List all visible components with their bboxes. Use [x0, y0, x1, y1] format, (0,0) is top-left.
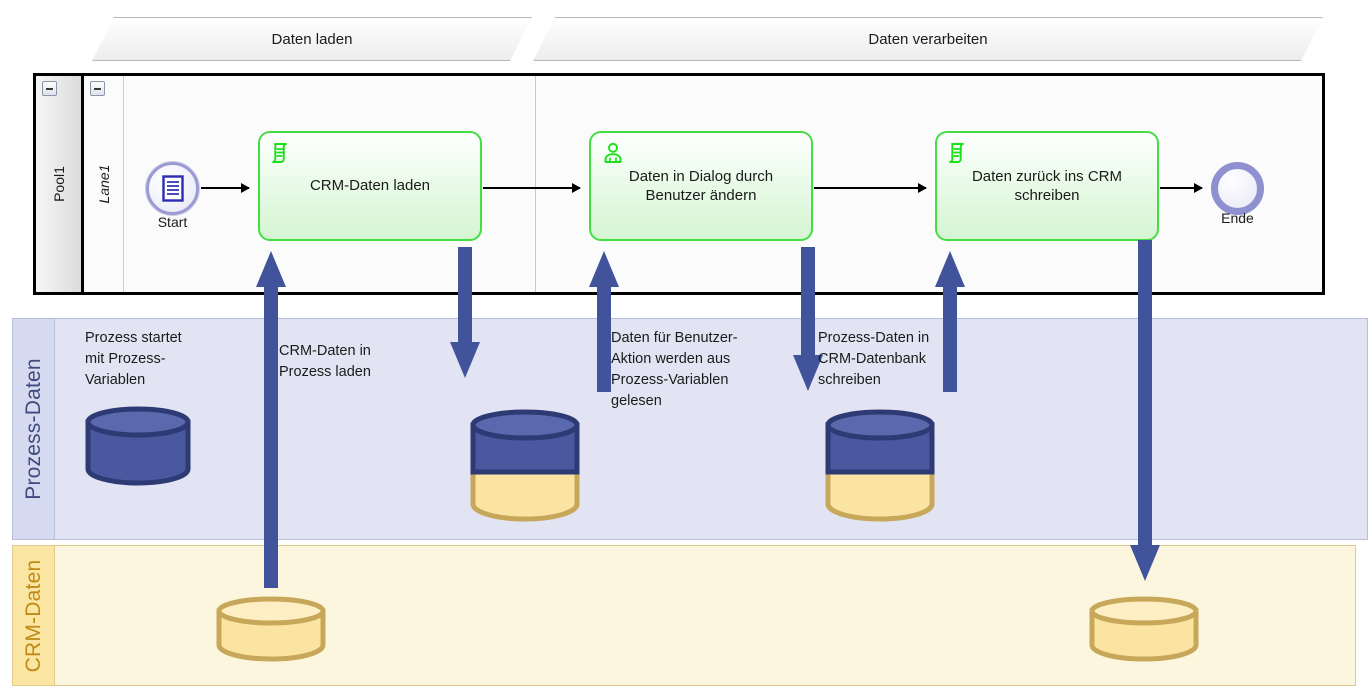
- end-event-label: Ende: [1221, 210, 1254, 226]
- pool[interactable]: Pool1 Lane1 Start: [33, 73, 1325, 295]
- data-arrow-task2-to-prozess-store: [790, 247, 826, 395]
- datastore-prozess-variablen: [85, 406, 191, 486]
- task-daten-in-dialog-aendern[interactable]: Daten in Dialog durch Benutzer ändern: [589, 131, 813, 241]
- sequence-flow-task3-to-end: [1160, 183, 1203, 193]
- script-task-icon: [272, 143, 287, 163]
- band-title: CRM-Daten: [21, 559, 45, 672]
- start-event[interactable]: Start: [146, 162, 199, 230]
- note-daten-fuer-benutzer-aktion: Daten für Benutzer- Aktion werden aus Pr…: [611, 330, 738, 410]
- phase-banner-daten-laden[interactable]: Daten laden: [92, 17, 532, 61]
- phase-label: Daten verarbeiten: [868, 30, 988, 48]
- task-label: Daten zurück ins CRM schreiben: [971, 167, 1123, 204]
- lane-collapse-icon[interactable]: [90, 81, 105, 96]
- phase-label: Daten laden: [271, 30, 353, 48]
- task-crm-daten-laden[interactable]: CRM-Daten laden: [258, 131, 482, 241]
- form-document-icon: [161, 175, 184, 202]
- band-header-prozess-daten: Prozess-Daten: [13, 319, 55, 539]
- pool-collapse-icon[interactable]: [42, 81, 57, 96]
- data-arrow-prozess-store-to-task2: [586, 247, 622, 392]
- sequence-flow-task2-to-task3: [814, 183, 927, 193]
- note-prozess-daten-schreiben: Prozess-Daten in CRM-Datenbank schreiben: [818, 330, 930, 389]
- end-event[interactable]: Ende: [1211, 162, 1264, 226]
- sequence-flow-task1-to-task2: [483, 183, 581, 193]
- data-arrow-task3-to-crm: [1127, 240, 1163, 585]
- note-prozess-startet: Prozess startet mit Prozess- Variablen: [85, 330, 182, 389]
- pool-header: Pool1: [36, 76, 84, 292]
- datastore-crm-right: [1089, 596, 1199, 664]
- start-event-label: Start: [157, 214, 188, 230]
- lane-label: Lane1: [95, 164, 112, 204]
- band-header-crm-daten: CRM-Daten: [13, 546, 55, 685]
- task-label: CRM-Daten laden: [309, 177, 431, 195]
- data-arrow-prozess-store-to-task3: [932, 247, 968, 392]
- lane-header: Lane1: [84, 76, 124, 292]
- sequence-flow-start-to-task1: [201, 183, 250, 193]
- phase-divider: [535, 76, 536, 292]
- datastore-prozess-mixed-1: [470, 409, 580, 522]
- task-label: Daten in Dialog durch Benutzer ändern: [628, 167, 774, 204]
- band-title: Prozess-Daten: [21, 358, 45, 500]
- data-arrow-crm-to-task1: [253, 247, 289, 588]
- datastore-prozess-mixed-2: [825, 409, 935, 522]
- data-arrow-task1-to-prozess-store: [447, 247, 483, 382]
- note-crm-daten-laden: CRM-Daten in Prozess laden: [279, 343, 371, 381]
- task-daten-zurueck-ins-crm[interactable]: Daten zurück ins CRM schreiben: [935, 131, 1159, 241]
- pool-label: Pool1: [50, 166, 67, 202]
- script-task-icon: [949, 143, 964, 163]
- datastore-crm-left: [216, 596, 326, 664]
- phase-banner-daten-verarbeiten[interactable]: Daten verarbeiten: [533, 17, 1323, 61]
- user-task-icon: [604, 142, 622, 163]
